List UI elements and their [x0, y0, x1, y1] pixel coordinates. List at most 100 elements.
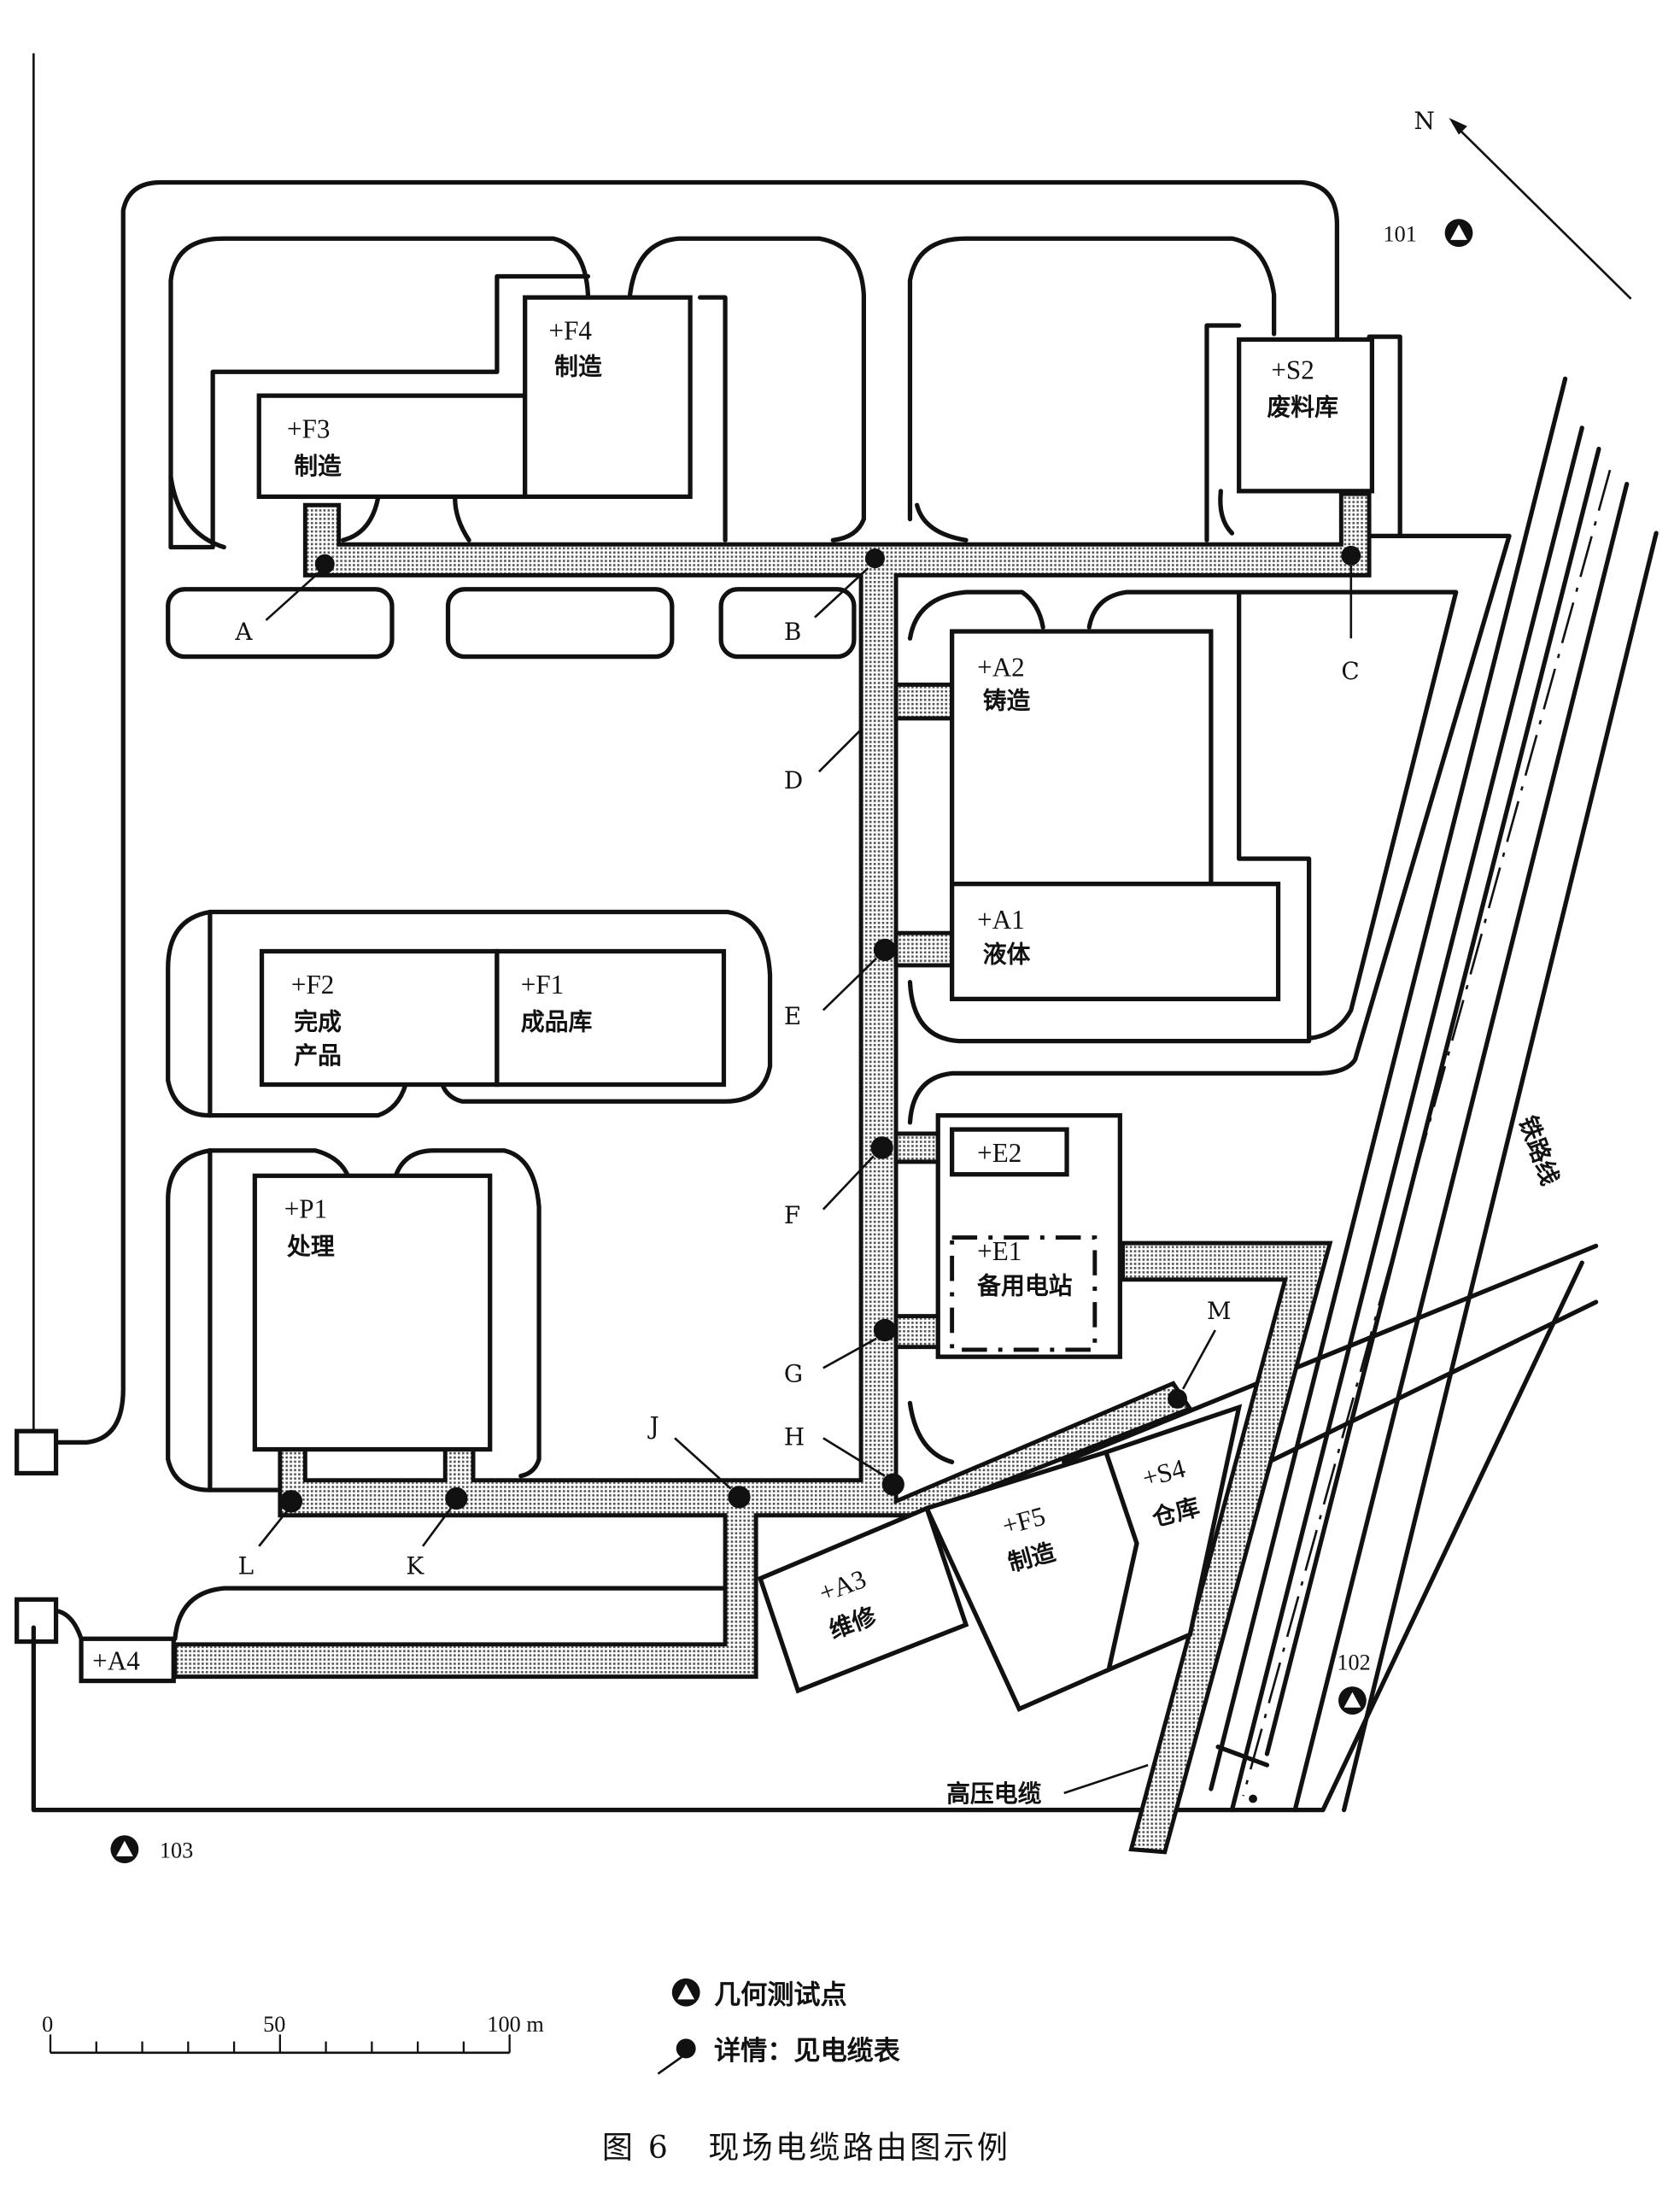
- svg-text:E: E: [784, 1002, 801, 1030]
- svg-text:C: C: [1341, 657, 1359, 685]
- cable-point-m[interactable]: M: [1168, 1297, 1231, 1409]
- cable-branch-a2: [893, 683, 955, 721]
- cable-point-g[interactable]: G: [784, 1318, 897, 1388]
- parking-block-2: [445, 587, 675, 660]
- building-e1: [950, 1235, 1098, 1352]
- building-s2-name: 废料库: [1267, 393, 1338, 421]
- cable-points: A B C D E F G H J K L M: [234, 545, 1361, 1580]
- road-block-f1f2: [208, 909, 773, 1104]
- building-a1: [950, 882, 1281, 1001]
- building-f1-id: +F1: [521, 970, 564, 1000]
- building-f4-name: 制造: [554, 352, 602, 380]
- roads: [15, 53, 1659, 1813]
- cable-point-f[interactable]: F: [784, 1136, 893, 1229]
- building-a4-id: +A4: [92, 1645, 140, 1675]
- legend-cable-point-label: 详情：见电缆表: [714, 2036, 901, 2067]
- scale-label-100: 100 m: [487, 2012, 544, 2037]
- building-p1-id: +P1: [284, 1194, 327, 1224]
- cable-point-j[interactable]: J: [647, 1411, 751, 1509]
- svg-text:M: M: [1207, 1297, 1232, 1325]
- svg-text:A: A: [234, 618, 253, 646]
- arrow-head-icon: [1449, 117, 1467, 135]
- test-point-103[interactable]: 103: [110, 1835, 193, 1864]
- building-p1: [252, 1173, 493, 1452]
- building-f2-name: 完成: [294, 1007, 342, 1035]
- building-f3-id: +F3: [287, 413, 330, 443]
- railway-label: 铁路线: [1513, 1112, 1565, 1189]
- building-f1-name: 成品库: [521, 1007, 593, 1035]
- cable-point-b[interactable]: B: [784, 548, 885, 646]
- cable-branch-a1: [893, 930, 955, 968]
- cable-point-h[interactable]: H: [784, 1423, 904, 1496]
- road-block-f4: [628, 236, 866, 542]
- svg-text:J: J: [647, 1411, 659, 1440]
- building-a2-id: +A2: [977, 653, 1025, 683]
- building-f4: [523, 295, 693, 500]
- test-point-102[interactable]: 102: [1337, 1650, 1371, 1715]
- building-f2: [259, 948, 500, 1088]
- road-block-f3: [168, 236, 591, 550]
- svg-text:102: 102: [1337, 1650, 1370, 1674]
- cable-point-c[interactable]: C: [1341, 545, 1361, 685]
- building-s4: [1103, 1404, 1243, 1674]
- svg-text:K: K: [406, 1552, 424, 1580]
- cable-point-e[interactable]: E: [784, 938, 897, 1030]
- legend-cable-point-icon: [676, 2038, 696, 2059]
- building-a2-name: 铸造: [983, 686, 1031, 714]
- svg-text:103: 103: [160, 1838, 193, 1862]
- building-f1: [495, 948, 727, 1088]
- svg-text:D: D: [784, 766, 803, 795]
- cable-point-a[interactable]: A: [234, 554, 335, 646]
- parking-block-3: [718, 587, 857, 660]
- building-e2-id: +E2: [977, 1138, 1021, 1168]
- building-e2: [950, 1127, 1069, 1177]
- svg-text:G: G: [784, 1360, 803, 1388]
- building-f4-id: +F4: [549, 315, 593, 345]
- building-e1-id: +E1: [977, 1236, 1021, 1266]
- building-s2-id: +S2: [1271, 355, 1314, 384]
- road-block-s2: [907, 236, 1277, 522]
- cable-point-d[interactable]: D: [784, 729, 863, 795]
- high-voltage-cable: [1121, 1240, 1333, 1855]
- outer-road: [53, 179, 1340, 1445]
- scale-bar: 0 50 100 m: [42, 2012, 544, 2055]
- north-arrow: N: [1414, 107, 1632, 300]
- buildings: +F3 制造 +F4 制造 +S2 废料库 +A2 铸造 +A1 液体 +F2 …: [79, 295, 1375, 1712]
- hv-cable-label: 高压电缆: [946, 1780, 1042, 1808]
- crossing-road-north: [1062, 1243, 1599, 1464]
- north-label: N: [1414, 107, 1435, 135]
- building-p1-name: 处理: [286, 1232, 335, 1260]
- junction-box-upper: [15, 1428, 59, 1476]
- legend: 几何测试点 详情：见电缆表: [657, 1978, 901, 2075]
- svg-text:B: B: [784, 618, 801, 646]
- building-a3: [757, 1505, 969, 1694]
- legend-test-point-label: 几何测试点: [714, 1979, 847, 2010]
- building-a2: [950, 629, 1214, 887]
- test-point-101[interactable]: 101: [1383, 219, 1473, 248]
- building-f2-name-line2: 产品: [294, 1041, 342, 1070]
- svg-text:F: F: [784, 1201, 800, 1229]
- test-points: 101 102 103: [110, 219, 1473, 1864]
- building-f3: [256, 393, 528, 500]
- building-a4: [79, 1636, 176, 1684]
- scale-label-0: 0: [42, 2012, 53, 2037]
- road-east: [907, 533, 1512, 1125]
- svg-text:L: L: [238, 1552, 254, 1580]
- building-f3-name: 制造: [294, 452, 342, 480]
- cable-point-l[interactable]: L: [238, 1490, 303, 1580]
- railway: [1209, 376, 1659, 1813]
- svg-text:H: H: [784, 1423, 805, 1451]
- figure-caption: 图 6 现场电缆路由图示例: [602, 2130, 1010, 2166]
- crossing-road-south: [1257, 1299, 1599, 1469]
- building-a1-name: 液体: [983, 941, 1031, 969]
- scale-label-50: 50: [263, 2012, 285, 2037]
- building-e1-name: 备用电站: [976, 1271, 1073, 1299]
- building-a1-id: +A1: [977, 905, 1025, 935]
- road-a4: [173, 1586, 728, 1641]
- cable-point-k[interactable]: K: [406, 1486, 468, 1580]
- junction-box-lower: [15, 1597, 59, 1645]
- parking-block-1: [166, 587, 395, 660]
- building-f2-id: +F2: [291, 970, 334, 1000]
- svg-text:101: 101: [1383, 221, 1416, 246]
